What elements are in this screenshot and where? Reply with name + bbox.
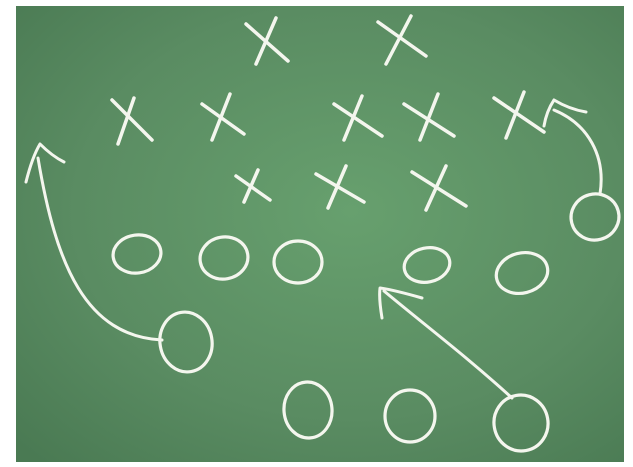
chalkboard-surface — [16, 6, 624, 462]
chalkboard-play-diagram — [16, 6, 624, 462]
